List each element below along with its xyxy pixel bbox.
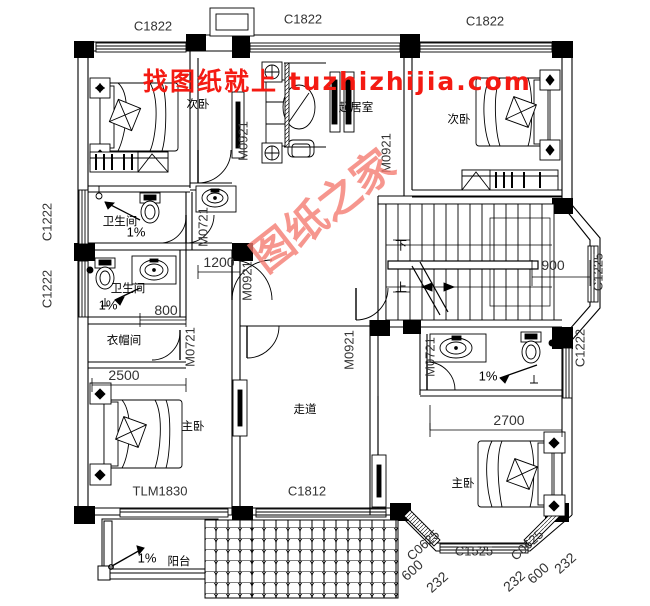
window-left-group — [78, 189, 89, 318]
dim-2500: 2500 — [108, 367, 140, 383]
win-right-bath: C1222 — [572, 328, 588, 368]
win-top-mid: C1822 — [283, 11, 323, 27]
win-top-right: C1822 — [465, 13, 505, 29]
structural-columns — [74, 34, 573, 524]
door-master-w: M0921 — [341, 330, 357, 370]
door-bath-upper: M0721 — [195, 207, 211, 247]
balcony-outline — [97, 518, 223, 581]
bedroom-ne: 次卧 — [447, 112, 471, 126]
bed-nw — [89, 77, 179, 173]
door-living-room: M0921 — [378, 133, 394, 173]
slope-bath-lower: 1% — [98, 297, 118, 313]
dim-800: 800 — [154, 302, 178, 318]
living-room-furniture — [261, 61, 355, 164]
bathroom-upper: 卫生间 — [102, 214, 138, 228]
bedroom-nw: 次卧 — [186, 97, 210, 111]
win-right-bay: C1225 — [590, 252, 606, 292]
win-top-left: C1822 — [133, 18, 173, 34]
corridor-window — [231, 91, 387, 508]
dim-2700: 2700 — [493, 412, 525, 428]
door-bath-lower: M0921 — [239, 261, 255, 301]
living-room: 起居室 — [338, 100, 374, 114]
stair-up: 上 — [394, 280, 408, 295]
washbasin-upper — [195, 185, 237, 213]
master-bedroom-w: 主卧 — [181, 419, 205, 433]
bathroom-lower-fixtures — [86, 255, 177, 307]
window-top-group — [95, 7, 553, 53]
door-nw-bedroom: M0921 — [235, 121, 251, 161]
slope-balcony: 1% — [137, 550, 157, 566]
win-bot-mid: C1525 — [454, 543, 494, 559]
win-left-lower: C1222 — [39, 269, 55, 309]
slope-bath-upper: 1% — [126, 224, 146, 240]
stair-down: 下 — [394, 238, 408, 253]
win-bot-corridor: C1812 — [287, 483, 327, 499]
dim-900: 900 — [541, 257, 565, 273]
roof-tile-area — [204, 519, 399, 599]
bathroom-east-fixtures — [429, 331, 556, 384]
door-cloakroom: M0721 — [182, 327, 198, 367]
win-left-upper: C1222 — [39, 202, 55, 242]
door-balcony: TLM1830 — [132, 483, 188, 499]
bathroom-lower: 卫生间 — [110, 281, 146, 295]
cloakroom: 衣帽间 — [106, 333, 142, 347]
dimension-lines — [91, 260, 591, 437]
bed-ne — [461, 69, 561, 191]
dim-1200: 1200 — [203, 254, 235, 270]
master-bedroom-e: 主卧 — [451, 476, 475, 490]
window-bottom-group — [119, 508, 561, 554]
staircase — [385, 203, 555, 321]
door-bath-east: M0721 — [422, 337, 438, 377]
window-bay-right — [562, 245, 599, 399]
door-swings — [151, 149, 456, 391]
slope-bath-east: 1% — [478, 368, 498, 384]
bed-master-west — [89, 382, 183, 486]
bathroom-upper-fixtures — [95, 185, 161, 224]
bed-master-east — [477, 431, 566, 517]
corridor: 走道 — [293, 402, 317, 416]
balcony: 阳台 — [167, 554, 191, 568]
